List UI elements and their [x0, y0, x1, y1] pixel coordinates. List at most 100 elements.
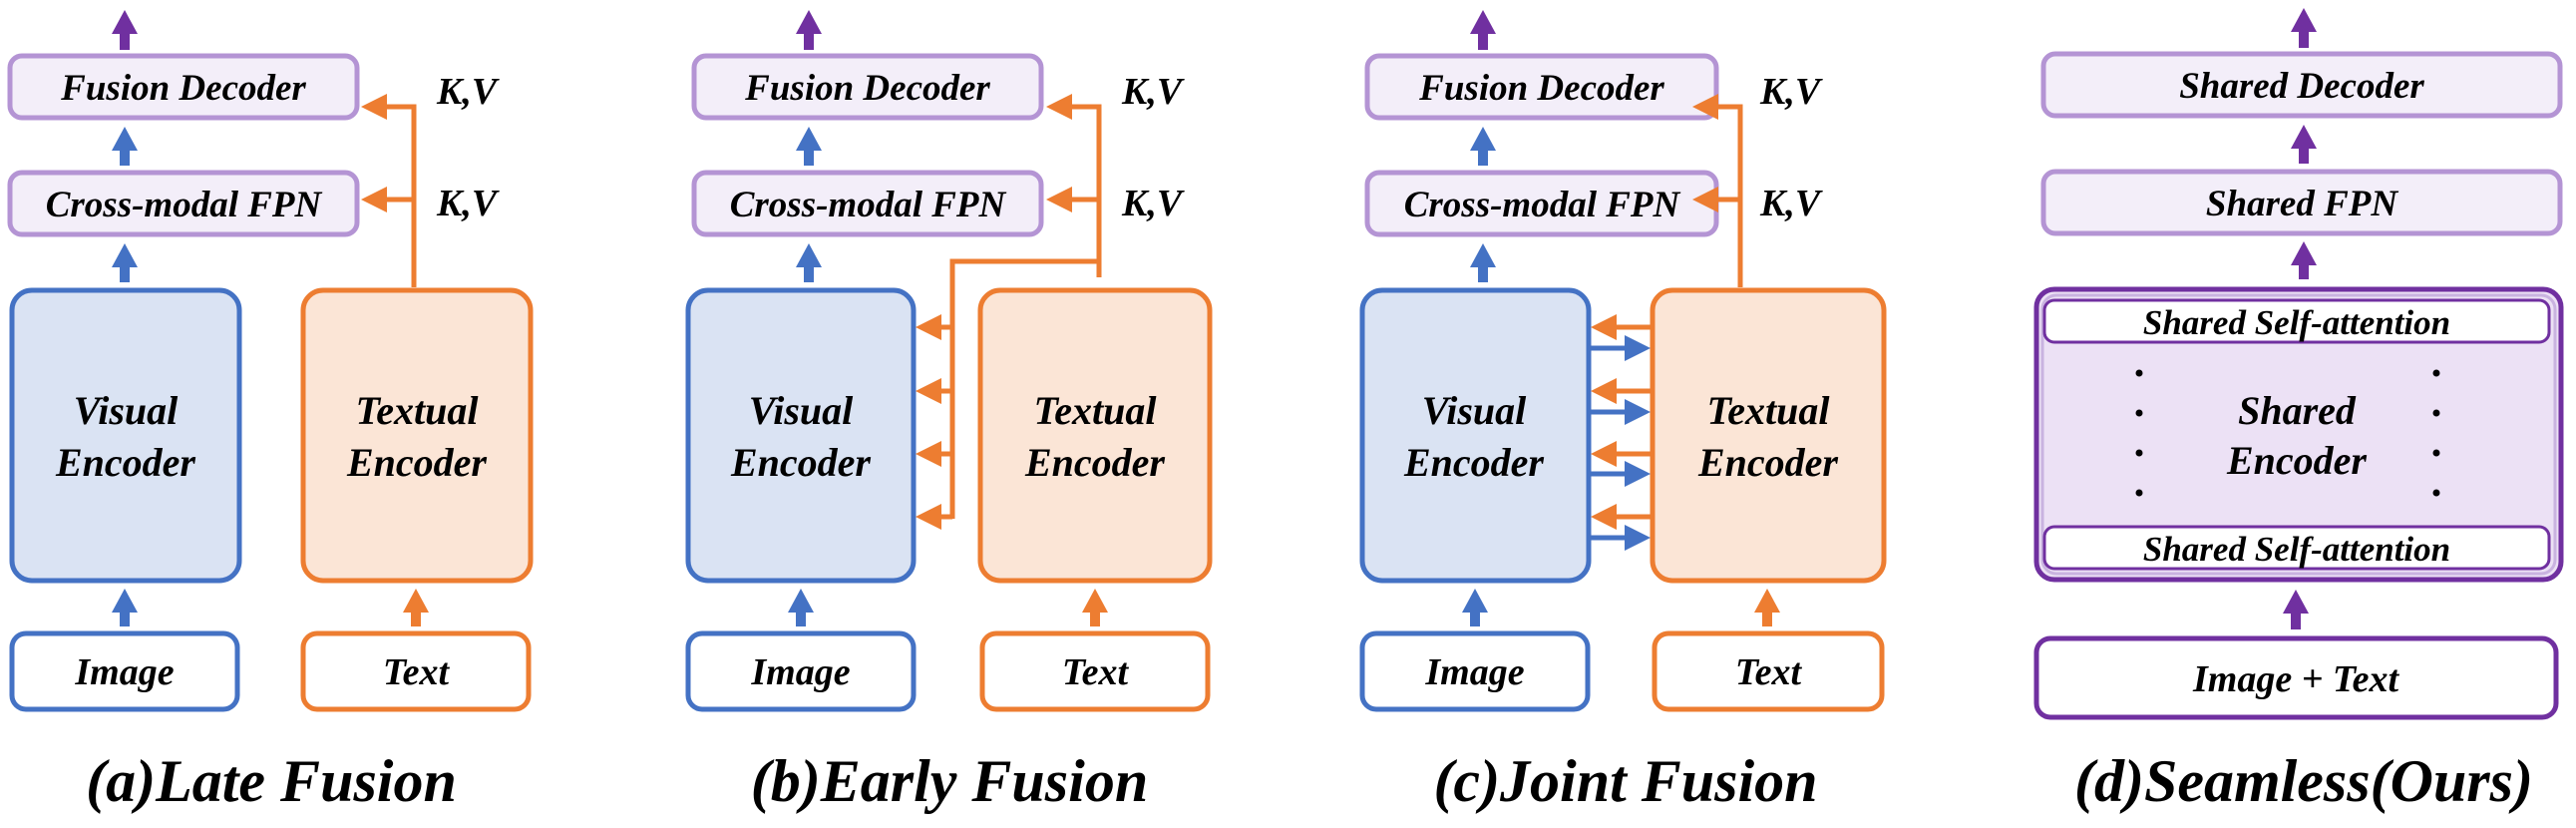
left-arrow-icon [1046, 187, 1072, 212]
up-arrow-icon [2291, 241, 2317, 279]
up-arrow-icon [1470, 243, 1496, 282]
kv-label: K,V [1759, 183, 1823, 224]
text-input-box [1652, 630, 1885, 712]
up-arrow-icon [2283, 590, 2309, 629]
textual-encoder-box [1650, 287, 1887, 584]
kv-label: K,V [1121, 183, 1185, 224]
visual-encoder-box [9, 287, 242, 584]
text-input-box [300, 630, 532, 712]
text-input-label: Text [1062, 651, 1130, 693]
image-text-input-box [2033, 635, 2559, 720]
up-arrow-icon [1470, 127, 1496, 166]
kv-label: K,V [1121, 71, 1185, 113]
right-arrow-icon [1625, 399, 1651, 425]
cross-modal-fpn-box [7, 170, 360, 237]
up-arrow-icon [788, 589, 814, 626]
visual-encoder-box [1359, 287, 1592, 584]
left-arrow-icon [1692, 187, 1718, 212]
up-arrow-icon [403, 589, 429, 626]
panel-caption: (b)Early Fusion [751, 748, 1148, 814]
left-arrow-icon [916, 378, 941, 404]
left-arrow-icon [916, 314, 941, 340]
textual-encoder-box [300, 287, 534, 584]
panel-seamless: Shared Decoder Shared FPN Shared Self-at… [2033, 8, 2564, 814]
ellipsis-dots-left [2135, 369, 2143, 497]
kv-label: K,V [436, 71, 500, 113]
visual-encoder-box [685, 287, 917, 584]
image-input-box [685, 630, 917, 712]
left-arrow-icon [1591, 504, 1617, 530]
shared-encoder-box [2033, 286, 2564, 583]
output-arrow-icon [1470, 10, 1496, 50]
kv-connector-line [939, 104, 1102, 520]
image-input-label: Image [750, 651, 850, 693]
panel-caption: (c)Joint Fusion [1433, 748, 1817, 814]
text-input-label: Text [1735, 651, 1803, 693]
up-arrow-icon [1754, 589, 1780, 626]
shared-decoder-label: Shared Decoder [2179, 66, 2424, 107]
fusion-decoder-box [691, 53, 1044, 121]
image-input-label: Image [1424, 651, 1524, 693]
output-arrow-icon [112, 10, 138, 50]
fusion-decoder-label: Fusion Decoder [1418, 68, 1664, 109]
left-arrow-icon [1692, 94, 1718, 120]
image-input-label: Image [74, 651, 174, 693]
kv-label: K,V [436, 183, 500, 224]
up-arrow-icon [1462, 589, 1488, 626]
left-arrow-icon [916, 504, 941, 530]
right-arrow-icon [1625, 335, 1651, 361]
joint-fusion-arrows [1591, 314, 1651, 551]
image-input-box [9, 630, 240, 712]
self-attention-bottom-box [2042, 525, 2551, 571]
right-arrow-icon [1625, 525, 1651, 551]
up-arrow-icon [796, 127, 822, 166]
cross-modal-fpn-label: Cross-modal FPN [46, 185, 323, 225]
panel-caption: (a)Late Fusion [86, 748, 457, 814]
left-arrow-icon [1046, 94, 1072, 120]
left-arrow-icon [1591, 441, 1617, 467]
self-attention-top-label: Shared Self-attention [2143, 303, 2450, 342]
left-arrow-icon [361, 187, 387, 212]
panel-caption: (d)Seamless(Ours) [2074, 748, 2533, 814]
fusion-decoder-box [7, 53, 360, 121]
fusion-decoder-box [1364, 53, 1719, 121]
shared-fpn-label: Shared FPN [2206, 184, 2399, 224]
cross-modal-fpn-label: Cross-modal FPN [730, 185, 1007, 225]
ellipsis-dots-right [2432, 369, 2440, 497]
kv-connector-line [384, 104, 417, 287]
self-attention-bottom-label: Shared Self-attention [2143, 530, 2450, 569]
kv-label: K,V [1759, 71, 1823, 113]
up-arrow-icon [112, 127, 138, 166]
right-arrow-icon [1625, 461, 1651, 487]
fusion-decoder-label: Fusion Decoder [744, 68, 990, 109]
cross-modal-fpn-box [691, 170, 1044, 237]
up-arrow-icon [112, 243, 138, 282]
up-arrow-icon [1082, 589, 1108, 626]
image-input-box [1359, 630, 1591, 712]
fusion-decoder-label: Fusion Decoder [60, 68, 306, 109]
left-arrow-icon [1591, 314, 1617, 340]
up-arrow-icon [796, 243, 822, 282]
image-text-input-label: Image + Text [2192, 658, 2399, 700]
self-attention-top-box [2042, 298, 2551, 344]
up-arrow-icon [112, 589, 138, 626]
shared-encoder-inner-border [2040, 293, 2557, 576]
cross-modal-fpn-label: Cross-modal FPN [1404, 185, 1681, 225]
left-arrow-icon [361, 94, 387, 120]
text-input-box [979, 630, 1211, 712]
shared-fpn-box [2040, 169, 2563, 236]
left-arrow-icon [916, 441, 941, 467]
shared-decoder-box [2040, 51, 2563, 119]
output-arrow-icon [2291, 8, 2317, 48]
